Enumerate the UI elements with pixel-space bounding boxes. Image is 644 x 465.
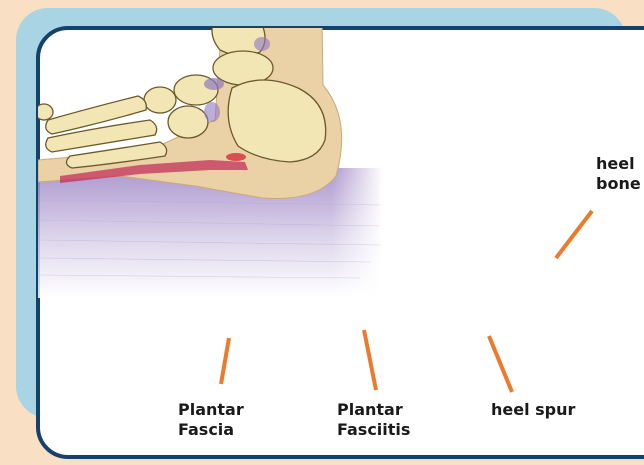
heel-spur-mark bbox=[226, 153, 246, 161]
joint-shading bbox=[254, 37, 270, 51]
joint-shading bbox=[204, 78, 224, 90]
label-line: heel spur bbox=[491, 400, 575, 420]
label-line: Fascia bbox=[178, 420, 244, 440]
label-heel-bone: heel bone bbox=[596, 154, 641, 194]
label-heel-spur: heel spur bbox=[491, 400, 575, 420]
label-line: Plantar bbox=[178, 400, 244, 420]
joint-shading bbox=[204, 102, 220, 122]
cuneiform-bone bbox=[144, 87, 176, 113]
label-line: Plantar bbox=[337, 400, 410, 420]
label-line: bone bbox=[596, 174, 641, 194]
label-line: Fasciitis bbox=[337, 420, 410, 440]
label-line: heel bbox=[596, 154, 641, 174]
label-plantar-fascia: Plantar Fascia bbox=[178, 400, 244, 440]
cuboid-bone bbox=[168, 106, 208, 138]
label-plantar-fasciitis: Plantar Fasciitis bbox=[337, 400, 410, 440]
